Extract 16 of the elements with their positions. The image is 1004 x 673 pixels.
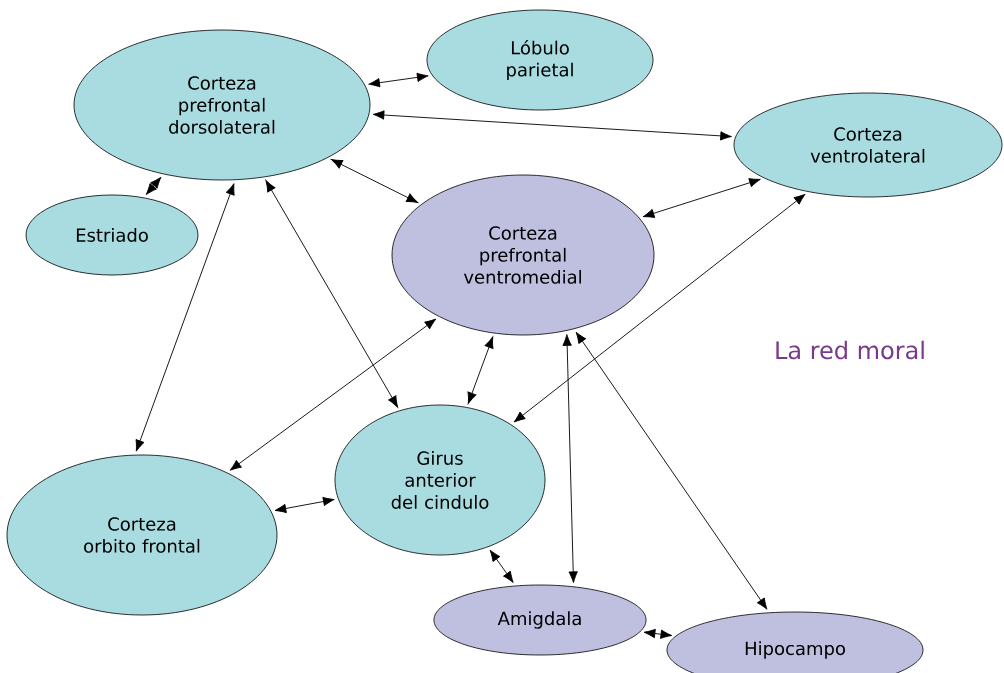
arrow <box>467 336 494 404</box>
arrow <box>368 72 429 88</box>
arrow <box>642 178 761 218</box>
arrow <box>274 496 335 514</box>
arrow <box>145 176 162 195</box>
arrow <box>643 628 673 639</box>
arrow <box>562 334 578 584</box>
arrow <box>575 331 768 610</box>
label-text: La red moral <box>776 340 924 360</box>
arrow <box>513 193 806 423</box>
arrow <box>229 318 437 471</box>
arrow <box>265 180 399 408</box>
arrow <box>489 549 514 583</box>
arrow <box>330 159 419 203</box>
arrow <box>135 183 235 452</box>
arrow <box>372 110 732 141</box>
